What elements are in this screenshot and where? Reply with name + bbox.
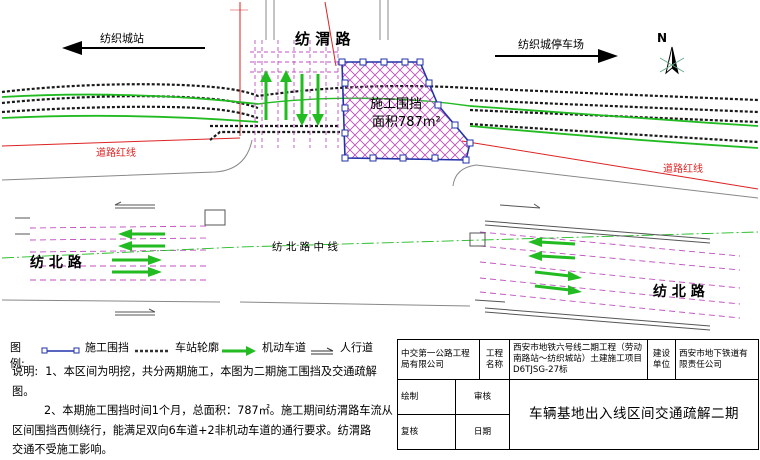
road-centerline	[1, 231, 759, 259]
owner-name: 西安市地下铁道有限责任公司	[675, 339, 760, 380]
road-name-east: 纺 北 路	[653, 283, 706, 300]
road-centerline-label: 纺 北 路 中 线	[272, 240, 338, 253]
note-1: 1、本区间为明挖，共分两期施工，本图为二期施工围挡及交通疏解图。	[12, 365, 377, 398]
lane-lines-fangbei	[29, 225, 741, 319]
road-edge-lines	[1, 0, 759, 307]
company-name: 中交第一公路工程局有限公司	[396, 339, 481, 380]
svg-text:N: N	[657, 31, 667, 45]
green-road-lines	[1, 93, 759, 149]
direction-arrows	[62, 41, 618, 63]
red-line-label-left: 道路红线	[96, 146, 136, 159]
legend-item-station: 车站轮廓	[175, 341, 219, 354]
project-name: 西安市地铁六号线二期工程（劳动南路站～纺织城站）土建施工项目D6TJSG-27标	[509, 339, 649, 380]
red-line-label-right: 道路红线	[663, 162, 703, 175]
road-name-north: 纺 渭 路	[295, 30, 351, 48]
drawing-title: 车辆基地出入线区间交通疏解二期	[509, 379, 760, 450]
legend-item-lane: 机动车道	[262, 341, 306, 354]
enclosure-area: 面积787m²	[372, 115, 441, 130]
date-label: 日期	[454, 414, 511, 450]
east-direction-label: 纺织城停车场	[518, 37, 584, 51]
west-direction-label: 纺织城站	[100, 31, 144, 45]
north-compass-icon: N	[657, 31, 685, 75]
road-red-lines	[1, 1, 759, 190]
review-label: 审核	[454, 379, 511, 415]
note-2c: 交通不受施工影响。	[12, 443, 113, 457]
draw-label: 绘制	[397, 379, 456, 415]
note-2b: 区间围挡西侧绕行，能满足双向6车道+2非机动车道的通行要求。纺渭路	[12, 423, 372, 437]
note-2a: 2、本期施工围挡时间1个月，总面积：787㎡。施工期间纺渭路车流从	[44, 404, 393, 418]
legend-title: 图例:	[10, 341, 25, 370]
legend-item-enclosure: 施工围挡	[85, 341, 129, 354]
project-label: 工程名称	[479, 339, 511, 380]
road-name-west: 纺 北 路	[30, 254, 83, 271]
title-block: 中交第一公路工程局有限公司 工程名称 西安市地铁六号线二期工程（劳动南路站～纺织…	[396, 339, 760, 450]
notes: 说明: 1、本区间为明挖，共分两期施工，本图为二期施工围挡及交通疏解图。 2、本…	[12, 362, 397, 460]
notes-title: 说明:	[12, 365, 39, 378]
traffic-diversion-plan: 施工围挡 面积787m² 纺织城站 纺织城停车场	[1, 0, 759, 356]
check-label: 复核	[397, 414, 456, 450]
owner-label: 建设单位	[647, 339, 677, 380]
traffic-arrows-west	[112, 229, 165, 277]
construction-enclosure[interactable]	[338, 58, 474, 164]
traffic-arrows-north	[260, 70, 324, 126]
enclosure-label: 施工围挡	[370, 97, 422, 112]
sidewalk-arrows	[15, 201, 711, 331]
legend-symbols	[41, 346, 334, 356]
legend-item-sidewalk: 人行道	[340, 341, 373, 354]
traffic-arrows-east	[528, 237, 582, 295]
